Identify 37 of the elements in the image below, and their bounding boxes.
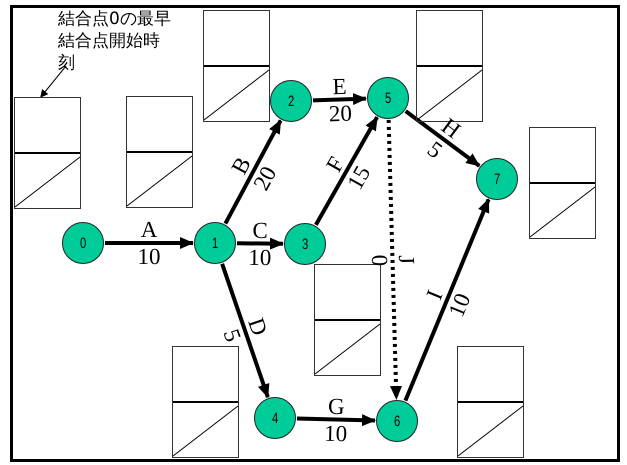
- event-circle: 6: [376, 400, 418, 442]
- event-circle: 0: [62, 222, 104, 264]
- time-box: [203, 10, 270, 122]
- event-circle: 3: [284, 223, 326, 265]
- leader-line: [40, 66, 66, 98]
- dotted-arrow: [386, 120, 402, 400]
- arrow: [404, 110, 481, 168]
- edge-label: A 10: [138, 216, 160, 270]
- time-box: [126, 96, 193, 208]
- arrow: [314, 116, 379, 226]
- arrow: [404, 198, 490, 402]
- edge-label: I 10: [420, 286, 476, 321]
- edge-label: G 10: [324, 392, 348, 447]
- time-box: [314, 264, 381, 376]
- arrow: [220, 263, 270, 398]
- event-circle: 5: [367, 77, 409, 119]
- time-box: [457, 346, 524, 458]
- arrow: [312, 93, 367, 106]
- event-circle: 2: [270, 80, 312, 122]
- edge-label: J 0: [365, 253, 420, 266]
- time-box: [529, 127, 596, 239]
- time-box: [14, 97, 81, 209]
- arrow: [224, 119, 282, 225]
- edge-label: E 20: [327, 72, 352, 127]
- edge-label: H 5: [421, 112, 466, 165]
- arrow: [236, 238, 284, 250]
- event-circle: 1: [194, 222, 236, 264]
- time-box: [172, 346, 239, 458]
- edge-label: D 5: [218, 314, 274, 346]
- edge-label: B 20: [225, 152, 282, 195]
- edge-label: C 10: [248, 216, 272, 271]
- event-circle: 7: [476, 158, 518, 200]
- arrow: [105, 237, 194, 249]
- edge-label: F 15: [320, 152, 376, 194]
- event-circle: 4: [254, 397, 296, 439]
- arrow: [296, 414, 376, 426]
- note-text: 結合点0の最早結合点開始時刻: [58, 8, 176, 74]
